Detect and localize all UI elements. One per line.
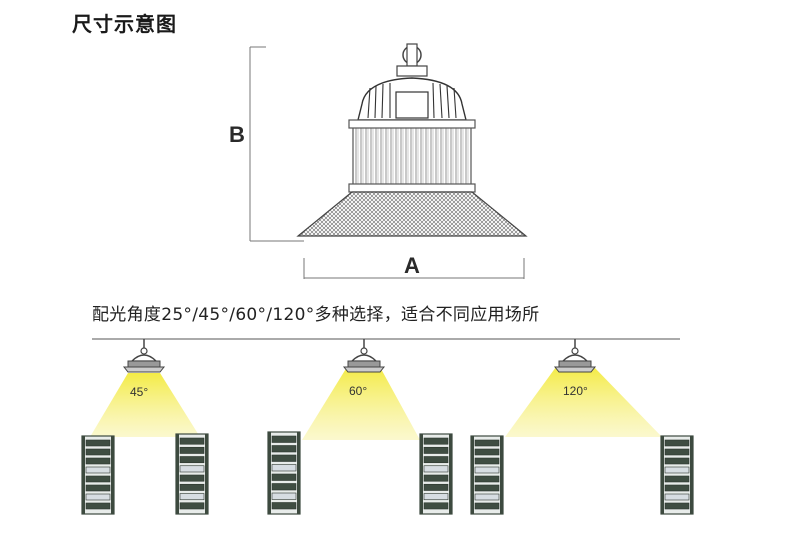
small-lamp-icon	[553, 339, 597, 373]
dimension-a-label: A	[404, 253, 420, 278]
dimension-a-line	[303, 258, 525, 279]
beam-60	[302, 367, 420, 440]
storage-rack	[175, 433, 209, 515]
angle-label-120: 120°	[563, 384, 588, 398]
angle-label-60: 60°	[349, 384, 368, 398]
heat-sink	[352, 122, 472, 188]
storage-racks	[81, 431, 694, 515]
page-title: 尺寸示意图	[72, 12, 177, 36]
angle-label-45: 45°	[130, 385, 149, 399]
high-bay-lamp	[296, 43, 528, 237]
storage-rack	[267, 431, 301, 515]
beam-45	[90, 373, 200, 437]
storage-rack	[81, 435, 115, 515]
beam-angle-caption: 配光角度25°/45°/60°/120°多种选择，适合不同应用场所	[92, 305, 540, 325]
beam-120	[505, 367, 662, 437]
storage-rack	[470, 435, 504, 515]
storage-rack	[660, 435, 694, 515]
dimension-b-label: B	[229, 122, 245, 147]
small-lamp-icon	[342, 339, 386, 373]
dimension-b-line	[249, 46, 304, 242]
storage-rack	[419, 433, 453, 515]
small-lamps	[122, 339, 597, 373]
small-lamp-icon	[122, 339, 166, 373]
reflector-cone	[296, 191, 528, 237]
